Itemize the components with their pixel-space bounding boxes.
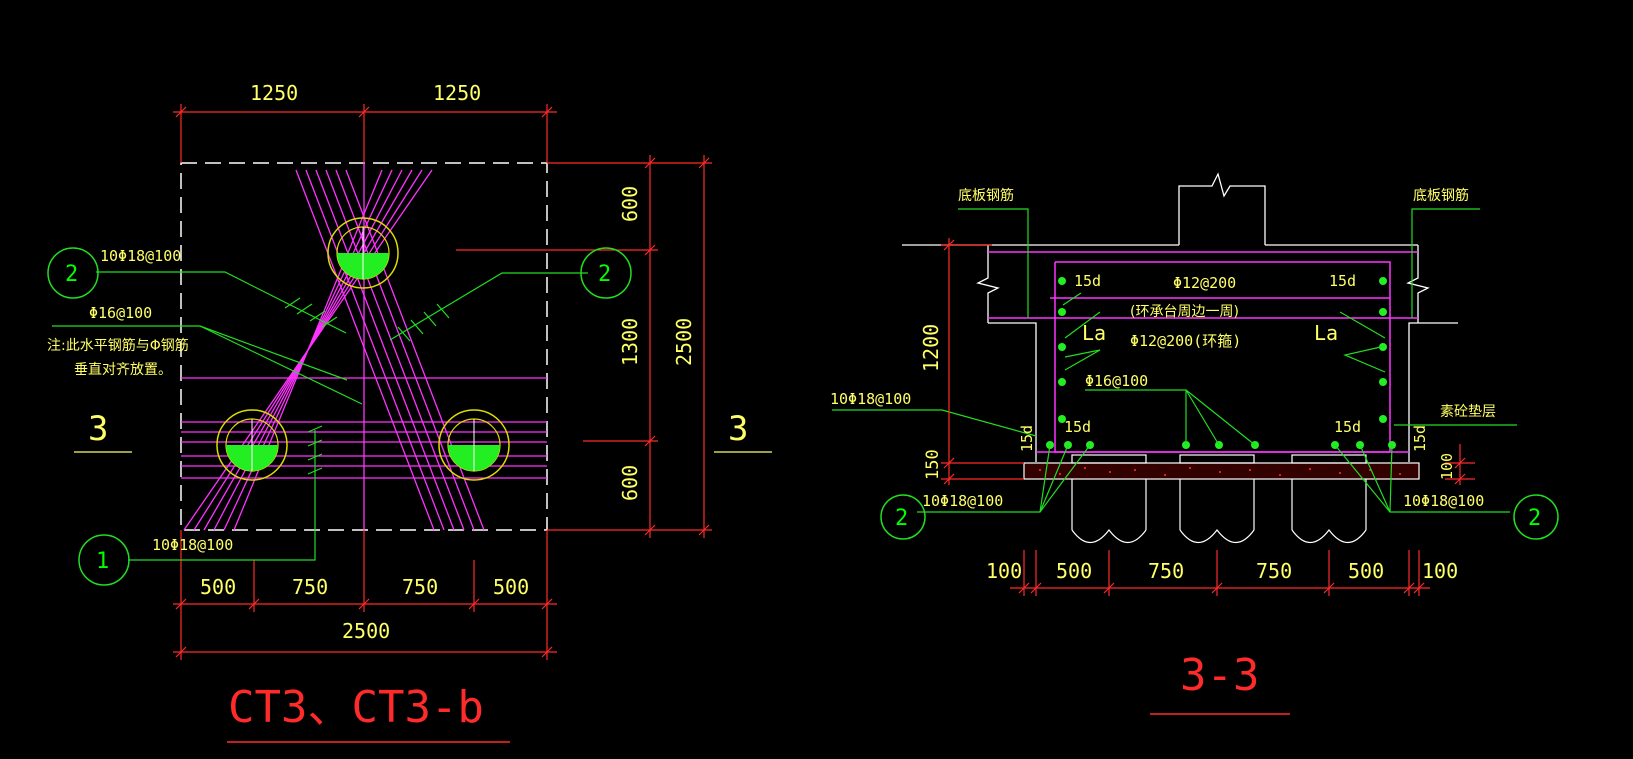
plan-note-line-2: 垂直对齐放置。 — [74, 361, 172, 378]
section-callout-2-left: 2 — [880, 494, 926, 540]
section-label-15d-tr: 15d — [1329, 272, 1356, 290]
section-mark-right: 3 — [714, 409, 772, 453]
plan-bottom-dim-total: 2500 — [342, 619, 390, 643]
svg-text:3: 3 — [728, 409, 748, 449]
section-label-15d-vl: 15d — [1018, 425, 1036, 452]
section-label-rebar-left: 10Φ18@100 — [830, 390, 911, 408]
pile-left — [216, 409, 288, 481]
section-label-ring-note: (环承台周边一周) — [1130, 304, 1239, 320]
section-bottom-dim-5: 500 — [1348, 559, 1384, 583]
plan-note-line-1: 注:此水平钢筋与Φ钢筋 — [47, 337, 189, 354]
section-height-dimension — [941, 238, 1475, 485]
plan-top-dim-1: 1250 — [250, 81, 298, 105]
section-bottom-dim-6: 100 — [1422, 559, 1458, 583]
section-label-phi12-ring: Φ12@200(环箍) — [1130, 332, 1241, 350]
svg-text:2: 2 — [598, 262, 611, 287]
plan-rebar-label-3: 10Φ18@100 — [152, 536, 233, 554]
pile-right — [438, 409, 510, 481]
plan-top-dimension — [173, 104, 557, 163]
plan-callout-2-right: 2 — [580, 247, 632, 299]
section-label-phi16: Φ16@100 — [1085, 372, 1148, 390]
plan-bottom-dimension — [173, 530, 557, 660]
section-cushion-dim-right: 100 — [1438, 453, 1456, 480]
svg-text:2: 2 — [895, 506, 908, 531]
section-label-la-left: La — [1082, 321, 1106, 345]
plan-right-dim-total: 2500 — [672, 318, 696, 366]
section-bottom-dim-2: 500 — [1056, 559, 1092, 583]
section-callout-2-right: 2 — [1513, 494, 1559, 540]
cushion-layer — [1023, 462, 1420, 480]
section-bottom-dim-1: 100 — [986, 559, 1022, 583]
plan-right-dim-1: 600 — [618, 186, 642, 222]
section-label-bottom-rebar-left: 底板钢筋 — [958, 187, 1014, 204]
section-height-dim: 1200 — [919, 324, 943, 372]
plan-rebar-label-2: Φ16@100 — [89, 304, 152, 322]
plan-bottom-dim-3: 750 — [402, 575, 438, 599]
plan-bottom-dim-2: 750 — [292, 575, 328, 599]
section-label-la-right: La — [1314, 321, 1338, 345]
plan-right-dim-3: 600 — [618, 465, 642, 501]
section-mark-left: 3 — [74, 409, 132, 453]
section-bottom-dim-3: 750 — [1148, 559, 1184, 583]
section-view: 1200 150 100 100 500 750 750 500 100 — [830, 172, 1559, 715]
svg-text:2: 2 — [65, 262, 78, 287]
section-label-cushion: 素砼垫层 — [1440, 404, 1496, 420]
plan-bottom-dim-1: 500 — [200, 575, 236, 599]
plan-right-dim-2: 1300 — [618, 318, 642, 366]
pile-top — [327, 217, 399, 289]
svg-text:1: 1 — [96, 549, 109, 574]
plan-rebar-label-1: 10Φ18@100 — [100, 247, 181, 265]
section-label-15d-br: 15d — [1334, 418, 1361, 436]
plan-view: 1250 1250 600 1300 600 2500 — [47, 81, 772, 743]
plan-title: CT3、CT3-b — [228, 682, 484, 733]
plan-bottom-dim-4: 500 — [493, 575, 529, 599]
section-bar-dots — [1046, 277, 1396, 449]
column-stub — [902, 172, 1458, 462]
svg-text:2: 2 — [1528, 506, 1541, 531]
plan-callout-1: 1 — [78, 534, 130, 586]
plan-callout-2-left: 2 — [47, 247, 99, 299]
plan-right-dimension — [456, 155, 712, 538]
section-label-phi12-top: Φ12@200 — [1173, 274, 1236, 292]
cushion-speckle — [1039, 467, 1401, 476]
section-label-15d-bl: 15d — [1064, 418, 1091, 436]
svg-text:3: 3 — [88, 409, 108, 449]
section-label-bottom-rebar-right: 底板钢筋 — [1413, 187, 1469, 204]
section-label-rebar-br: 10Φ18@100 — [1403, 492, 1484, 510]
section-label-15d-tl: 15d — [1074, 272, 1101, 290]
section-cushion-dim: 150 — [923, 449, 943, 480]
section-label-rebar-bl: 10Φ18@100 — [922, 492, 1003, 510]
plan-top-dim-2: 1250 — [433, 81, 481, 105]
section-leaders — [832, 208, 1517, 513]
section-bottom-dimension — [1010, 550, 1430, 596]
section-label-15d-vr: 15d — [1411, 425, 1429, 452]
section-rebars — [988, 251, 1418, 453]
section-title: 3-3 — [1180, 650, 1259, 701]
plan-leaders — [52, 271, 588, 561]
section-bottom-dim-4: 750 — [1256, 559, 1292, 583]
